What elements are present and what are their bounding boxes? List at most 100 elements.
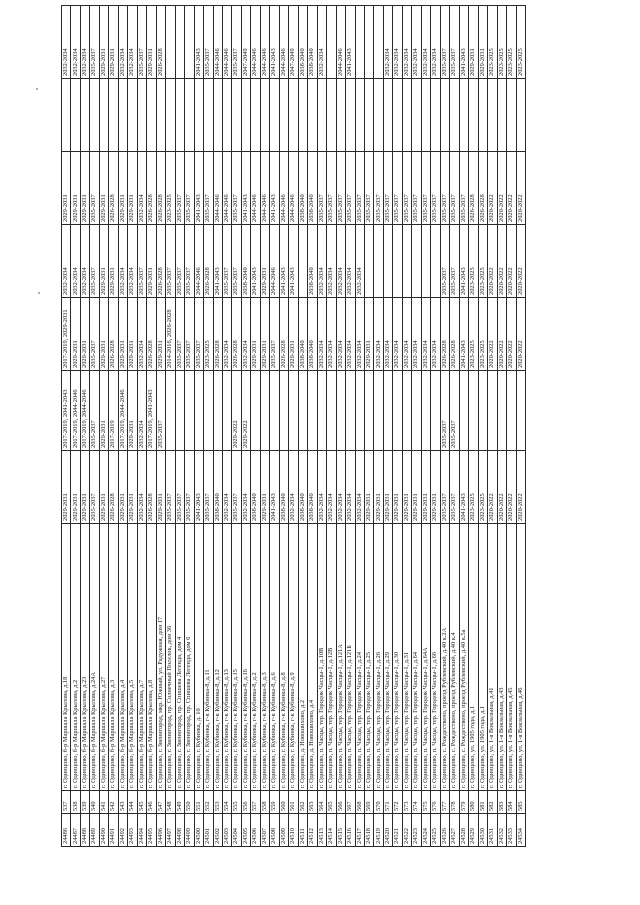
table-cell-y1: 2029-2031 (383, 450, 393, 524)
table-cell-y2: 2035-2037 (156, 370, 166, 451)
table-cell-y3: 2029-2031 (127, 297, 138, 371)
table-cell-n: 548 (165, 790, 176, 814)
table-cell-y3: 2041-2043 (459, 297, 469, 371)
table-cell-y3: 2032-2034 (355, 297, 365, 371)
table-cell-address: г. Одинцово, п. Часцы, тер. Городок Часц… (355, 523, 365, 791)
table-cell-address: г. Одинцово, п. Часцы, тер. Городок Часц… (336, 523, 346, 791)
table-cell-y7: 2044-2046 (279, 5, 289, 79)
table-cell-id: 24509 (279, 813, 289, 847)
table-cell-y6 (440, 78, 450, 152)
table-cell-y4: 2041-2043 (213, 224, 223, 298)
table-cell-y1: 2020-2022 (487, 450, 498, 524)
table-cell-y1: 2035-2037 (89, 450, 100, 524)
table-cell-y2: 2017-2019, 2044-2046 (70, 370, 81, 451)
table-cell-y1: 2035-2037 (231, 450, 242, 524)
table-cell-y6 (516, 78, 526, 152)
table-cell-y6 (478, 78, 488, 152)
table-cell-n: 546 (146, 790, 157, 814)
table-cell-y1: 2020-2022 (506, 450, 516, 524)
table-cell-y5: 2035-2037 (411, 151, 422, 225)
table-cell-id: 24530 (478, 813, 488, 847)
table-cell-y1: 2041-2043 (269, 450, 280, 524)
table-cell-address: г. Одинцово, д. Новошихово, д.2 (298, 523, 308, 791)
table-cell-id: 24499 (184, 813, 195, 847)
table-cell-y6 (430, 78, 441, 152)
table-cell-n: 582 (487, 790, 498, 814)
table-cell-y2 (430, 370, 441, 451)
table-cell-n: 550 (184, 790, 195, 814)
table-cell-y7: 2032-2034 (392, 5, 403, 79)
table-cell-y2 (402, 370, 412, 451)
table-cell-y7: 2044-2046 (250, 5, 261, 79)
table-cell-address: г. Одинцово, г. Звенигород, пр. Спишева … (175, 523, 185, 791)
table-cell-y3: 2038-2040 (298, 297, 308, 371)
table-cell-n: 543 (118, 790, 128, 814)
table-cell-address: г. Одинцово, п. Часцы, тер. Городок Часц… (317, 523, 327, 791)
table-cell-y4: 2029-2031 (260, 224, 270, 298)
table-cell-y7: 2026-2028 (156, 5, 166, 79)
table-cell-y2 (203, 370, 213, 451)
table-cell-y2 (194, 370, 204, 451)
table-cell-y3: 2026-2028 (108, 297, 119, 371)
table-cell-y7 (184, 5, 195, 79)
table-cell-y1: 2032-2034 (317, 450, 327, 524)
table-cell-id: 24501 (203, 813, 213, 847)
table-cell-address: г. Одинцово, б-р Маршала Крылова, д.3 (108, 523, 119, 791)
table-cell-y1: 2038-2040 (250, 450, 261, 524)
table-cell-y2: 2035-2037 (89, 370, 100, 451)
table-cell-y5: 2035-2037 (402, 151, 412, 225)
table-cell-id: 24521 (392, 813, 403, 847)
table-cell-y2 (411, 370, 422, 451)
table-cell-y4: 2032-2034 (80, 224, 90, 298)
table-cell-y3: 2032-2034 (392, 297, 403, 371)
table-cell-y5: 2020-2022 (487, 151, 498, 225)
table-cell-y4 (392, 224, 403, 298)
table-cell-y1: 2029-2031 (70, 450, 81, 524)
table-cell-y3: 2029-2031 (99, 297, 109, 371)
table-cell-y5: 2032-2034 (137, 151, 147, 225)
table-cell-y2: 2032-2034 (137, 370, 147, 451)
table-cell-y2 (478, 370, 488, 451)
table-cell-y2 (307, 370, 318, 451)
table-cell-n: 567 (345, 790, 356, 814)
table-cell-n: 568 (355, 790, 365, 814)
table-cell-n: 565 (326, 790, 337, 814)
table-cell-id: 24528 (459, 813, 469, 847)
table-cell-y4: 2023-2025 (478, 224, 488, 298)
table-cell-address: г. Одинцово, б-р Маршала Крылова, д.23 (80, 523, 90, 791)
table-cell-y7: 2035-2037 (89, 5, 100, 79)
table-cell-y4: 2038-2040 (241, 224, 251, 298)
table-cell-y4: 2035-2037 (175, 224, 185, 298)
table-cell-y6 (307, 78, 318, 152)
table-cell-y4: 2032-2034 (127, 224, 138, 298)
table-cell-id: 24516 (345, 813, 356, 847)
table-cell-y5: 2026-2028 (478, 151, 488, 225)
table-cell-y5: 2035-2037 (383, 151, 393, 225)
table-cell-y5: 2035-2037 (373, 151, 384, 225)
table-cell-id: 24524 (421, 813, 431, 847)
table-cell-address: г. Одинцово, б-р Маршала Крылова, д.8 (146, 523, 157, 791)
table-cell-y2: 2017-2019, 2044-2046 (118, 370, 128, 451)
table-cell-y1: 2035-2037 (165, 450, 176, 524)
table-cell-id: 24532 (497, 813, 507, 847)
table-cell-y4: 2044-2046 (194, 224, 204, 298)
table-cell-n: 545 (137, 790, 147, 814)
table-cell-y7: 2047-2049 (288, 5, 299, 79)
table-cell-y6 (383, 78, 393, 152)
table-cell-y2 (459, 370, 469, 451)
table-cell-y4: 2032-2034 (345, 224, 356, 298)
table-cell-y2 (326, 370, 337, 451)
table-cell-y4: 2023-2025 (468, 224, 479, 298)
table-cell-id: 24515 (336, 813, 346, 847)
table-cell-y6 (326, 78, 337, 152)
table-cell-id: 24517 (355, 813, 365, 847)
